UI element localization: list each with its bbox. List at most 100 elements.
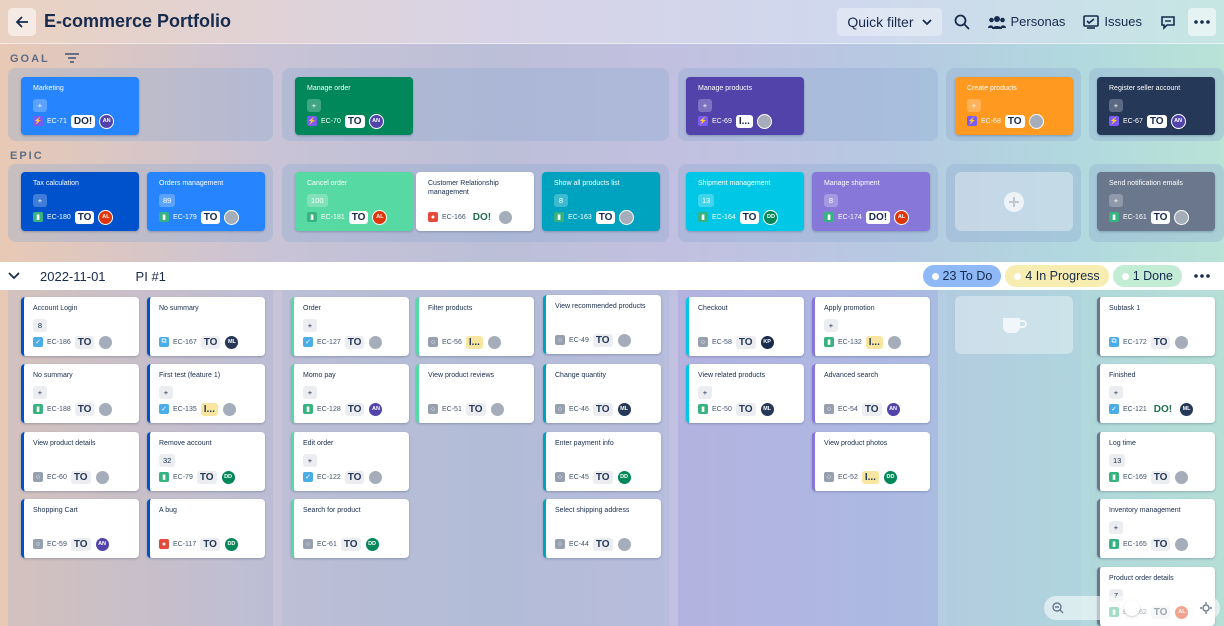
- avatar[interactable]: [1174, 209, 1190, 225]
- quick-filter-button[interactable]: Quick filter: [837, 7, 942, 36]
- status-badge[interactable]: TO: [74, 335, 95, 349]
- status-badge[interactable]: I...: [735, 114, 753, 128]
- avatar[interactable]: [498, 209, 514, 225]
- personas-button[interactable]: Personas: [982, 8, 1072, 36]
- search-button[interactable]: [948, 8, 976, 36]
- status-badge[interactable]: DO!: [472, 211, 492, 223]
- add-estimate-button[interactable]: +: [303, 386, 317, 399]
- avatar[interactable]: [1028, 113, 1044, 129]
- status-badge[interactable]: TO: [1146, 114, 1167, 128]
- status-badge[interactable]: TO: [861, 402, 882, 416]
- settings-icon[interactable]: [1200, 602, 1212, 614]
- avatar[interactable]: AL: [372, 209, 388, 225]
- avatar[interactable]: [616, 332, 632, 348]
- status-badge[interactable]: I...: [861, 470, 879, 484]
- add-estimate-button[interactable]: +: [33, 99, 47, 112]
- avatar[interactable]: DD: [223, 536, 239, 552]
- avatar[interactable]: KP: [759, 334, 775, 350]
- status-badge[interactable]: TO: [344, 335, 365, 349]
- avatar[interactable]: [368, 334, 384, 350]
- status-badge[interactable]: TO: [592, 470, 613, 484]
- avatar[interactable]: ML: [1179, 401, 1195, 417]
- status-badge[interactable]: TO: [735, 335, 756, 349]
- status-badge[interactable]: TO: [1004, 114, 1025, 128]
- status-badge[interactable]: I...: [200, 402, 218, 416]
- status-badge[interactable]: TO: [74, 402, 95, 416]
- avatar[interactable]: ML: [224, 334, 240, 350]
- done-count-badge[interactable]: 1 Done: [1112, 265, 1182, 287]
- status-badge[interactable]: TO: [1150, 470, 1171, 484]
- add-estimate-button[interactable]: +: [698, 99, 712, 112]
- avatar[interactable]: ML: [759, 401, 775, 417]
- avatar[interactable]: DD: [882, 469, 898, 485]
- add-epic-placeholder[interactable]: [955, 172, 1073, 231]
- status-badge[interactable]: TO: [465, 402, 486, 416]
- add-estimate-button[interactable]: +: [1109, 521, 1123, 534]
- add-estimate-button[interactable]: +: [33, 194, 47, 207]
- chevron-down-icon[interactable]: [8, 272, 20, 280]
- add-estimate-button[interactable]: +: [824, 319, 838, 332]
- avatar[interactable]: DD: [763, 209, 779, 225]
- issues-button[interactable]: Issues: [1077, 8, 1148, 36]
- avatar[interactable]: DD: [364, 536, 380, 552]
- avatar[interactable]: AN: [368, 113, 384, 129]
- status-badge[interactable]: TO: [344, 402, 365, 416]
- add-estimate-button[interactable]: +: [1109, 194, 1123, 207]
- avatar[interactable]: [756, 113, 772, 129]
- avatar[interactable]: [221, 401, 237, 417]
- avatar[interactable]: [486, 334, 502, 350]
- status-badge[interactable]: TO: [595, 210, 616, 224]
- zoom-slider-handle[interactable]: [1124, 600, 1140, 616]
- in-progress-count-badge[interactable]: 4 In Progress: [1005, 265, 1109, 287]
- todo-count-badge[interactable]: 23 To Do: [922, 265, 1002, 287]
- avatar[interactable]: AN: [99, 113, 115, 129]
- status-badge[interactable]: TO: [1150, 210, 1171, 224]
- status-badge[interactable]: TO: [200, 537, 220, 551]
- back-button[interactable]: [8, 7, 36, 36]
- status-badge[interactable]: TO: [592, 402, 613, 416]
- avatar[interactable]: [98, 401, 114, 417]
- avatar[interactable]: [616, 536, 632, 552]
- status-badge[interactable]: TO: [70, 537, 91, 551]
- add-estimate-button[interactable]: +: [303, 454, 317, 467]
- status-badge[interactable]: TO: [592, 537, 613, 551]
- status-badge[interactable]: I...: [865, 335, 883, 349]
- avatar[interactable]: AN: [1170, 113, 1186, 129]
- add-estimate-button[interactable]: +: [967, 99, 981, 112]
- status-badge[interactable]: TO: [348, 210, 369, 224]
- avatar[interactable]: AL: [894, 209, 910, 225]
- status-badge[interactable]: DO!: [1153, 403, 1173, 415]
- zoom-control[interactable]: [1044, 596, 1220, 620]
- avatar[interactable]: DD: [616, 469, 632, 485]
- status-badge[interactable]: DO!: [865, 210, 891, 224]
- status-badge[interactable]: TO: [340, 537, 361, 551]
